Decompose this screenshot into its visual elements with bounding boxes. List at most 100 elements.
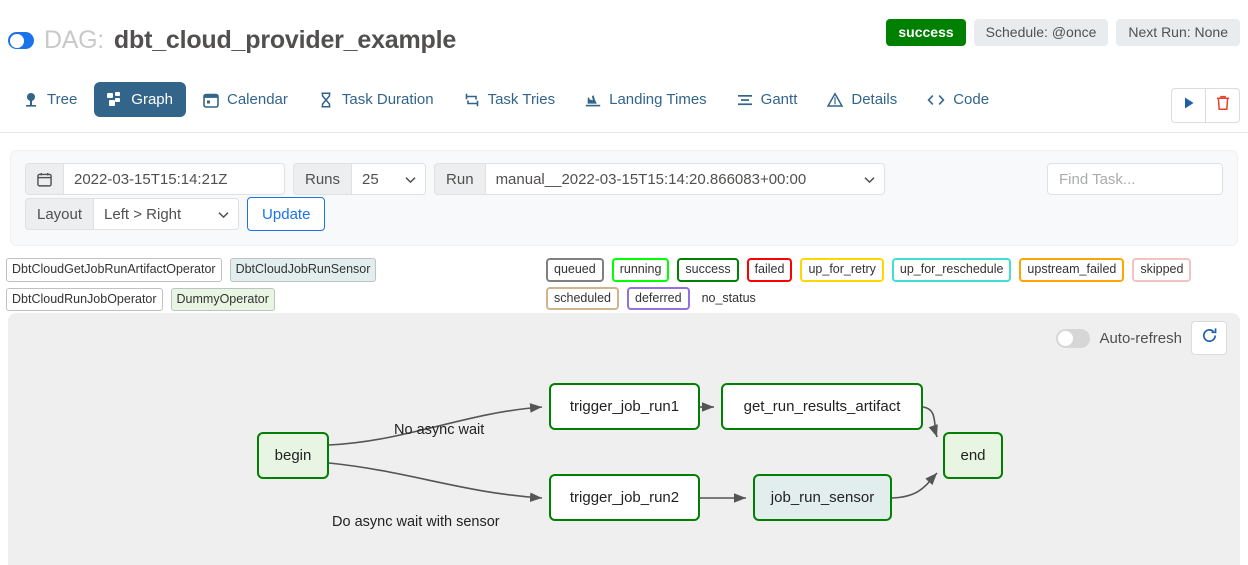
retry-icon	[464, 92, 480, 108]
tab-calendar[interactable]: Calendar	[190, 82, 301, 117]
state-legend-pill[interactable]: scheduled	[546, 286, 619, 310]
tab-label: Gantt	[760, 91, 798, 108]
trigger-dag-button[interactable]	[1171, 88, 1205, 123]
graph-node-end[interactable]: end	[943, 432, 1003, 479]
run-select[interactable]: manual__2022-03-15T15:14:20.866083+00:00	[484, 163, 885, 195]
tree-icon	[23, 92, 39, 108]
tab-graph[interactable]: Graph	[94, 82, 186, 117]
tab-label: Details	[851, 91, 898, 108]
graph-panel: Auto-refresh begin trigger_job_run1 get_ru…	[8, 313, 1240, 565]
state-legend-pill[interactable]: skipped	[1132, 258, 1192, 282]
toolbar-row-primary: 2022-03-15T15:14:21Z Runs 25 Run manual_…	[25, 163, 885, 195]
tab-task-tries[interactable]: Task Tries	[451, 82, 569, 117]
graph-node-trigger_job_run1[interactable]: trigger_job_run1	[549, 383, 700, 430]
next-run-badge: Next Run: None	[1116, 19, 1240, 46]
play-icon	[1182, 96, 1196, 115]
base-date-group: 2022-03-15T15:14:21Z	[25, 163, 285, 195]
graph-refresh-controls: Auto-refresh	[1056, 321, 1227, 355]
dag-title: DAG: dbt_cloud_provider_example	[8, 26, 456, 55]
view-tabbar: Tree Graph Calendar Task Duration Task T	[0, 80, 1248, 133]
graph-edge-label: No async wait	[394, 422, 485, 438]
run-label: Run	[434, 163, 485, 195]
header-badges: success Schedule: @once Next Run: None	[886, 19, 1240, 46]
tab-tree[interactable]: Tree	[10, 82, 90, 117]
tab-label: Task Duration	[341, 91, 434, 108]
dag-label: DAG:	[44, 26, 104, 54]
tab-details[interactable]: Details	[814, 82, 910, 117]
state-legend-pill[interactable]: failed	[746, 258, 793, 282]
graph-toolbar: 2022-03-15T15:14:21Z Runs 25 Run manual_…	[10, 150, 1238, 246]
state-legend-pill[interactable]: running	[611, 258, 670, 282]
find-task-input[interactable]: Find Task...	[1047, 163, 1223, 195]
tab-label: Landing Times	[609, 91, 707, 108]
calendar-icon	[203, 92, 219, 108]
state-legend: queued running success failed up_for_retry up…	[546, 258, 1246, 310]
tab-task-duration[interactable]: Task Duration	[305, 82, 447, 117]
operator-legend-pill[interactable]: DummyOperator	[170, 287, 275, 311]
runs-group: Runs 25	[293, 163, 427, 195]
view-tabs: Tree Graph Calendar Task Duration Task T	[10, 82, 1002, 117]
calendar-icon[interactable]	[25, 163, 63, 195]
state-legend-pill[interactable]: queued	[546, 258, 604, 282]
trash-icon	[1216, 95, 1230, 116]
code-icon	[927, 92, 945, 108]
tab-label: Code	[953, 91, 990, 108]
state-legend-pill[interactable]: success	[677, 258, 739, 282]
refresh-button[interactable]	[1191, 321, 1227, 355]
runs-label: Runs	[293, 163, 352, 195]
details-icon	[827, 91, 844, 108]
tab-label: Tree	[47, 91, 78, 108]
update-button[interactable]: Update	[247, 197, 326, 231]
operator-legend-pill[interactable]: DbtCloudGetJobRunArtifactOperator	[6, 258, 222, 282]
state-legend-pill[interactable]: no_status	[697, 286, 764, 310]
layout-group: Layout Left > Right	[25, 198, 240, 230]
auto-refresh-label: Auto-refresh	[1099, 329, 1182, 347]
graph-node-trigger_job_run2[interactable]: trigger_job_run2	[549, 474, 700, 521]
graph-node-begin[interactable]: begin	[257, 432, 329, 479]
layout-select[interactable]: Left > Right	[93, 198, 240, 230]
toolbar-row-layout: Layout Left > Right Update	[25, 197, 326, 231]
status-badge: success	[886, 19, 966, 46]
tab-label: Calendar	[227, 91, 288, 108]
dag-pause-toggle[interactable]	[8, 32, 34, 49]
tab-landing-times[interactable]: Landing Times	[572, 82, 720, 117]
dag-graph-canvas[interactable]: begin trigger_job_run1 get_run_results_art…	[8, 313, 1240, 565]
tab-gantt[interactable]: Gantt	[724, 82, 811, 117]
layout-select-value: Left > Right	[104, 205, 182, 223]
graph-node-job_run_sensor[interactable]: job_run_sensor	[753, 474, 892, 521]
operator-legend-pill[interactable]: DbtCloudJobRunSensor	[229, 258, 377, 282]
state-legend-pill[interactable]: upstream_failed	[1019, 258, 1125, 282]
base-date-input[interactable]: 2022-03-15T15:14:21Z	[63, 163, 285, 195]
delete-dag-button[interactable]	[1205, 88, 1240, 123]
layout-label: Layout	[25, 198, 94, 230]
tab-label: Graph	[131, 91, 173, 108]
tab-code[interactable]: Code	[914, 82, 1002, 117]
graph-icon	[107, 91, 123, 108]
graph-edges	[328, 402, 938, 503]
state-legend-pill[interactable]: deferred	[627, 286, 690, 310]
auto-refresh-toggle[interactable]	[1056, 328, 1091, 348]
dag-action-buttons	[1171, 88, 1240, 123]
refresh-icon	[1201, 327, 1218, 349]
auto-refresh-toggle-knob	[1058, 330, 1074, 346]
operator-legend-pill[interactable]: DbtCloudRunJobOperator	[6, 287, 163, 311]
dag-pause-toggle-knob	[9, 33, 24, 48]
graph-node-get_run_results_artifact[interactable]: get_run_results_artifact	[721, 383, 923, 430]
chevron-down-icon	[405, 171, 416, 188]
chevron-down-icon	[864, 171, 875, 188]
run-group: Run manual__2022-03-15T15:14:20.866083+0…	[434, 163, 885, 195]
chevron-down-icon	[218, 206, 229, 223]
schedule-badge: Schedule: @once	[973, 19, 1109, 46]
runs-select[interactable]: 25	[351, 163, 427, 195]
runs-select-value: 25	[362, 170, 379, 188]
tab-label: Task Tries	[487, 91, 556, 108]
landing-icon	[585, 92, 601, 108]
state-legend-pill[interactable]: up_for_reschedule	[891, 258, 1012, 282]
gantt-icon	[737, 92, 753, 108]
state-legend-pill[interactable]: up_for_retry	[800, 258, 884, 282]
page-header: DAG: dbt_cloud_provider_example success …	[0, 0, 1248, 72]
graph-edge-label: Do async wait with sensor	[332, 514, 500, 530]
hourglass-icon	[318, 91, 334, 108]
